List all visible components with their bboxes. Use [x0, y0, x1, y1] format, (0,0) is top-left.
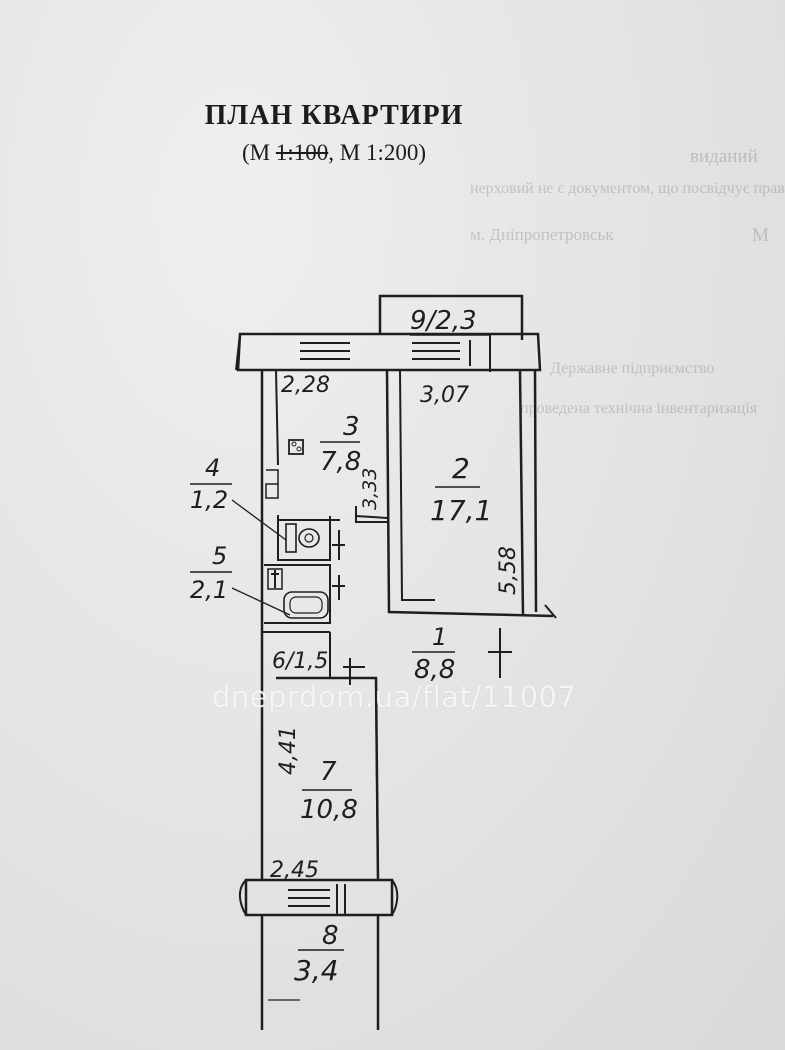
scale-line: (М 1:100, М 1:200) — [0, 140, 668, 166]
dim-kitchen-width: 2,28 — [281, 373, 330, 398]
dimension-labels: 2,28 3,07 3,33 5,58 4,41 2,45 — [270, 373, 521, 883]
room2-wall-inner — [399, 369, 435, 601]
bathtub-icon — [283, 591, 329, 619]
room7-area: 10,8 — [300, 795, 358, 825]
sink-icon — [265, 483, 279, 499]
window-kitchen — [300, 342, 350, 360]
scale-rest: , М 1:200) — [328, 140, 426, 165]
room6-label: 6/1,5 — [272, 649, 328, 674]
dim-room7-depth: 4,41 — [276, 726, 301, 775]
plan-title: ПЛАН КВАРТИРИ — [204, 100, 464, 131]
background-text-5: Державне підприємство — [550, 360, 715, 377]
room6-walls — [262, 631, 331, 678]
room1-number: 1 — [432, 623, 447, 651]
background-text-3: М — [752, 225, 769, 246]
scale-open: (М — [241, 140, 276, 165]
room-labels: 9/2,3 3 7,8 2 17,1 4 1,2 5 2,1 6/1,5 1 8… — [190, 306, 492, 987]
left-outer-wall-inner — [275, 369, 279, 466]
room2-walls — [385, 369, 554, 618]
toilet-icon — [285, 523, 320, 553]
room5-walls — [264, 564, 331, 624]
room7-number: 7 — [320, 757, 337, 787]
room5-area: 2,1 — [190, 576, 228, 604]
upper-facade-wall — [236, 332, 542, 372]
dim-kitchen-depth: 3,33 — [359, 468, 381, 510]
background-text-1: виданий — [690, 146, 758, 167]
room2-right-wall — [518, 369, 538, 617]
balcony8-walls — [260, 915, 380, 1030]
background-text-6: проведена технічна інвентаризація — [520, 400, 758, 417]
room4-walls — [277, 515, 331, 561]
room5-number: 5 — [212, 542, 227, 570]
background-text-4: м. Дніпропетровськ — [470, 225, 614, 244]
kitchen-bottom-wall — [278, 515, 388, 521]
room8-number: 8 — [322, 921, 339, 951]
watermark: dneprdom.ua/flat/11007 — [212, 680, 577, 714]
room4-area: 1,2 — [190, 486, 228, 514]
washbasin-icon — [267, 568, 283, 590]
room9-label: 9/2,3 — [410, 306, 477, 336]
background-text-2: нерховий не є документом, що посвідчує п… — [470, 180, 785, 197]
balcony-top-wall — [378, 294, 524, 340]
stove-icon — [288, 439, 304, 455]
room2-number: 2 — [452, 452, 470, 485]
dim-room7-width: 2,45 — [270, 858, 319, 883]
dim-room2-width: 3,07 — [420, 383, 469, 408]
room2-area: 17,1 — [430, 494, 492, 527]
room3-number: 3 — [343, 412, 360, 442]
window-room2 — [412, 334, 491, 372]
room8-area: 3,4 — [294, 954, 339, 987]
scale-struck: 1:100 — [275, 140, 329, 165]
dim-room2-depth: 5,58 — [496, 546, 521, 595]
room3-area: 7,8 — [320, 447, 361, 477]
room4-number: 4 — [205, 454, 220, 482]
room1-area: 8,8 — [414, 655, 455, 685]
window-room7 — [288, 884, 346, 916]
